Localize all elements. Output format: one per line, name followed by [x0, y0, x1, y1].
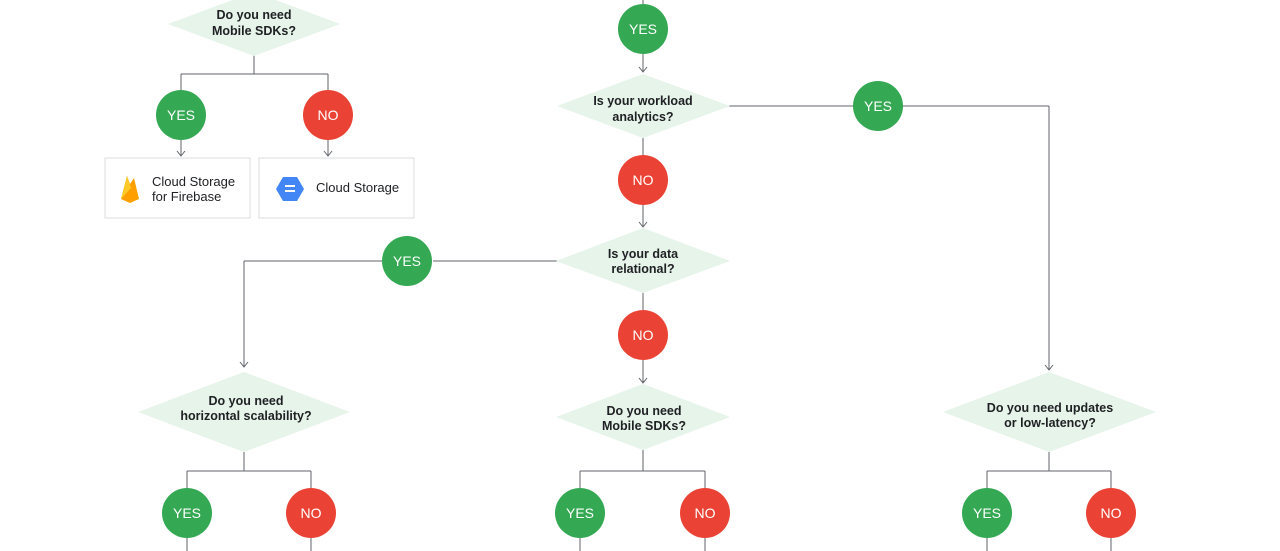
answer-yes-analytics: YES	[853, 81, 903, 131]
answer-label: YES	[864, 98, 892, 114]
answer-label: YES	[393, 253, 421, 269]
decision-line-2: Mobile SDKs?	[212, 24, 296, 38]
answer-label: YES	[629, 21, 657, 37]
decision-mobile-sdks-top: Do you need Mobile SDKs?	[168, 0, 340, 56]
decision-line-2: analytics?	[612, 110, 673, 124]
answer-yes-top-center: YES	[618, 4, 668, 54]
product-name-line-2: for Firebase	[152, 189, 221, 204]
product-card-firebase-storage: Cloud Storage for Firebase	[104, 157, 251, 219]
answer-no-analytics: NO	[618, 155, 668, 205]
decision-workload-analytics: Is your workload analytics?	[557, 74, 730, 138]
answer-label: YES	[973, 505, 1001, 521]
decision-updates-latency: Do you need updates or low-latency?	[943, 372, 1156, 452]
answer-yes-updates: YES	[962, 488, 1012, 538]
decision-line-1: Do you need	[216, 8, 291, 22]
decision-line-1: Do you need updates	[987, 401, 1113, 415]
cloud-storage-hexagon-icon	[276, 177, 304, 201]
decision-line-2: relational?	[611, 262, 674, 276]
decision-line-1: Do you need	[606, 404, 681, 418]
answer-no-updates: NO	[1086, 488, 1136, 538]
decision-line-1: Do you need	[208, 394, 283, 408]
answer-yes-relational: YES	[382, 236, 432, 286]
product-card-cloud-storage: Cloud Storage	[258, 157, 415, 219]
answer-label: YES	[173, 505, 201, 521]
decision-data-relational: Is your data relational?	[556, 228, 730, 293]
answer-yes-scalability: YES	[162, 488, 212, 538]
decision-line-2: horizontal scalability?	[180, 409, 311, 423]
answer-no-mobile-mid: NO	[680, 488, 730, 538]
answer-yes-mobile-top: YES	[156, 90, 206, 140]
decision-line-1: Is your workload	[593, 94, 692, 108]
firebase-flame-icon	[121, 176, 139, 203]
answer-yes-mobile-mid: YES	[555, 488, 605, 538]
answer-label: NO	[633, 172, 654, 188]
product-name: Cloud Storage	[316, 180, 399, 195]
decision-line-2: Mobile SDKs?	[602, 419, 686, 433]
answer-label: NO	[633, 327, 654, 343]
decision-horizontal-scalability: Do you need horizontal scalability?	[138, 372, 350, 452]
product-name-line-1: Cloud Storage	[152, 174, 235, 189]
answer-label: YES	[167, 107, 195, 123]
decision-line-2: or low-latency?	[1004, 416, 1096, 430]
answer-no-relational: NO	[618, 310, 668, 360]
answer-label: NO	[318, 107, 339, 123]
answer-label: NO	[1101, 505, 1122, 521]
answer-no-mobile-top: NO	[303, 90, 353, 140]
connectors	[176, 0, 1112, 551]
answer-label: NO	[301, 505, 322, 521]
decision-mobile-sdks-mid: Do you need Mobile SDKs?	[556, 384, 730, 450]
decision-line-1: Is your data	[608, 247, 679, 261]
answer-label: YES	[566, 505, 594, 521]
answer-label: NO	[695, 505, 716, 521]
answer-no-scalability: NO	[286, 488, 336, 538]
